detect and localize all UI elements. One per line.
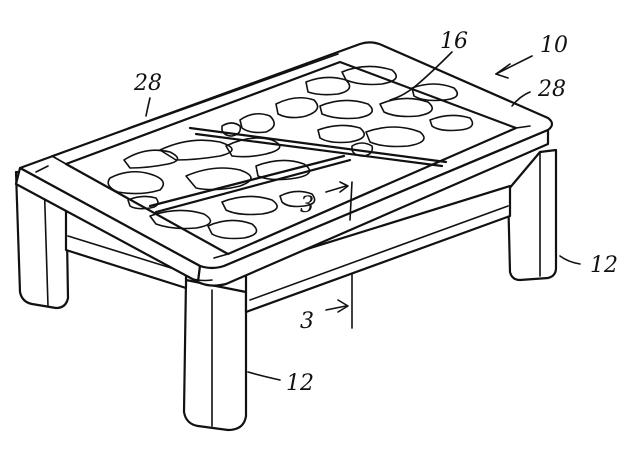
ref-10-label: 10 [540,33,568,58]
camouflage-pattern [107,65,474,240]
ref-28-left-label: 28 [133,71,162,96]
right-apron [244,184,512,314]
front-right-leg [182,278,248,432]
section-3-bottom-label: 3 [300,309,314,334]
ref-16-label: 16 [440,29,468,54]
inset-dividers [148,126,448,214]
section-line-3-3 [325,181,353,329]
section-3-top-label: 3 [300,193,314,218]
ref-12-bottom-label: 12 [286,371,314,396]
ref-12-right-label: 12 [590,253,618,278]
leader-lines [145,51,581,381]
ref-28-right-label: 28 [537,77,566,102]
back-right-leg [506,148,558,282]
